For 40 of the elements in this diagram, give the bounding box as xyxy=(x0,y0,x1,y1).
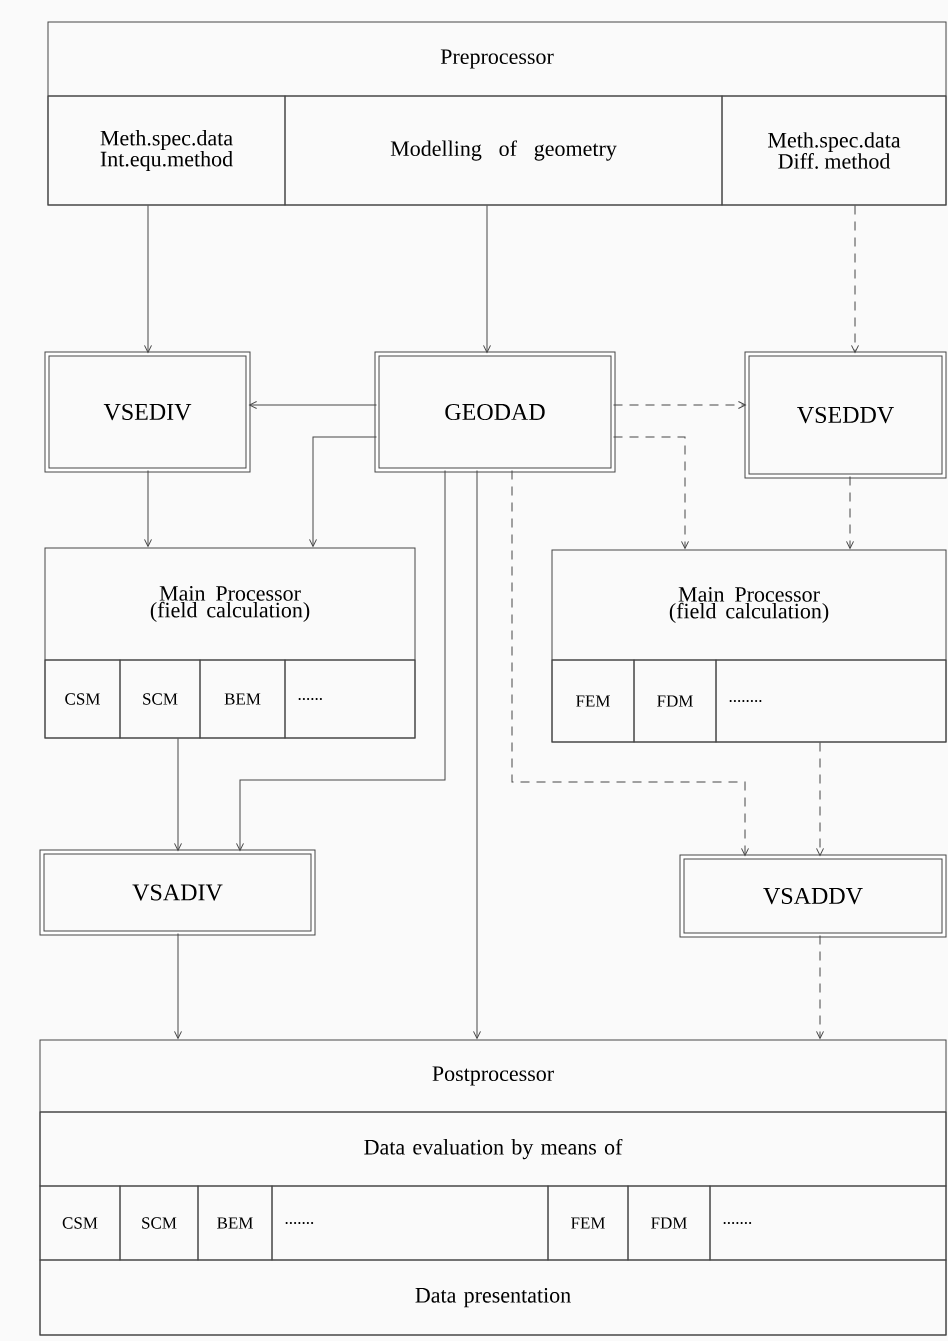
process-box: VSEDDV xyxy=(744,351,947,479)
table-cell: SCM xyxy=(119,1185,199,1261)
table-cell: ...... xyxy=(284,659,416,739)
arrow xyxy=(309,436,377,547)
dashed-arrow xyxy=(816,742,824,856)
table-cell: BEM xyxy=(199,659,286,739)
table-cell: ....... xyxy=(709,1185,947,1261)
arrow xyxy=(174,933,182,1039)
table-cell: SCM xyxy=(119,659,201,739)
process-box: VSEDIV xyxy=(44,351,251,473)
dashed-arrow xyxy=(511,470,749,856)
arrow xyxy=(473,470,481,1039)
dashed-arrow xyxy=(613,401,746,409)
arrow xyxy=(144,205,152,353)
arrow xyxy=(236,470,446,851)
process-box: VSADIV xyxy=(39,849,316,936)
process-box: GEODAD xyxy=(374,351,616,473)
table-cell: CSM xyxy=(39,1185,121,1261)
process-box: VSADDV xyxy=(679,854,947,938)
table-cell: Data evaluation by means of xyxy=(39,1111,947,1187)
table-cell: FEM xyxy=(547,1185,629,1261)
table-cell: Modelling of geometry xyxy=(284,95,723,206)
table-cell: FDM xyxy=(627,1185,711,1261)
table-cell: ........ xyxy=(715,659,947,743)
dashed-arrow xyxy=(816,935,824,1039)
dashed-arrow xyxy=(613,436,689,549)
table-cell: Meth.spec.data Diff. method xyxy=(721,95,947,206)
table-cell: Data presentation xyxy=(39,1259,947,1336)
arrow xyxy=(483,205,491,353)
table-cell: BEM xyxy=(197,1185,273,1261)
table-cell: Meth.spec.data Int.equ.method xyxy=(47,95,286,206)
table-cell: FEM xyxy=(551,659,635,743)
table-cell: ....... xyxy=(271,1185,549,1261)
arrow xyxy=(249,401,377,409)
dashed-arrow xyxy=(851,205,859,353)
arrow xyxy=(144,470,152,547)
dashed-arrow xyxy=(846,476,854,549)
table-cell: FDM xyxy=(633,659,717,743)
arrow xyxy=(174,738,182,851)
table-cell: CSM xyxy=(44,659,121,739)
